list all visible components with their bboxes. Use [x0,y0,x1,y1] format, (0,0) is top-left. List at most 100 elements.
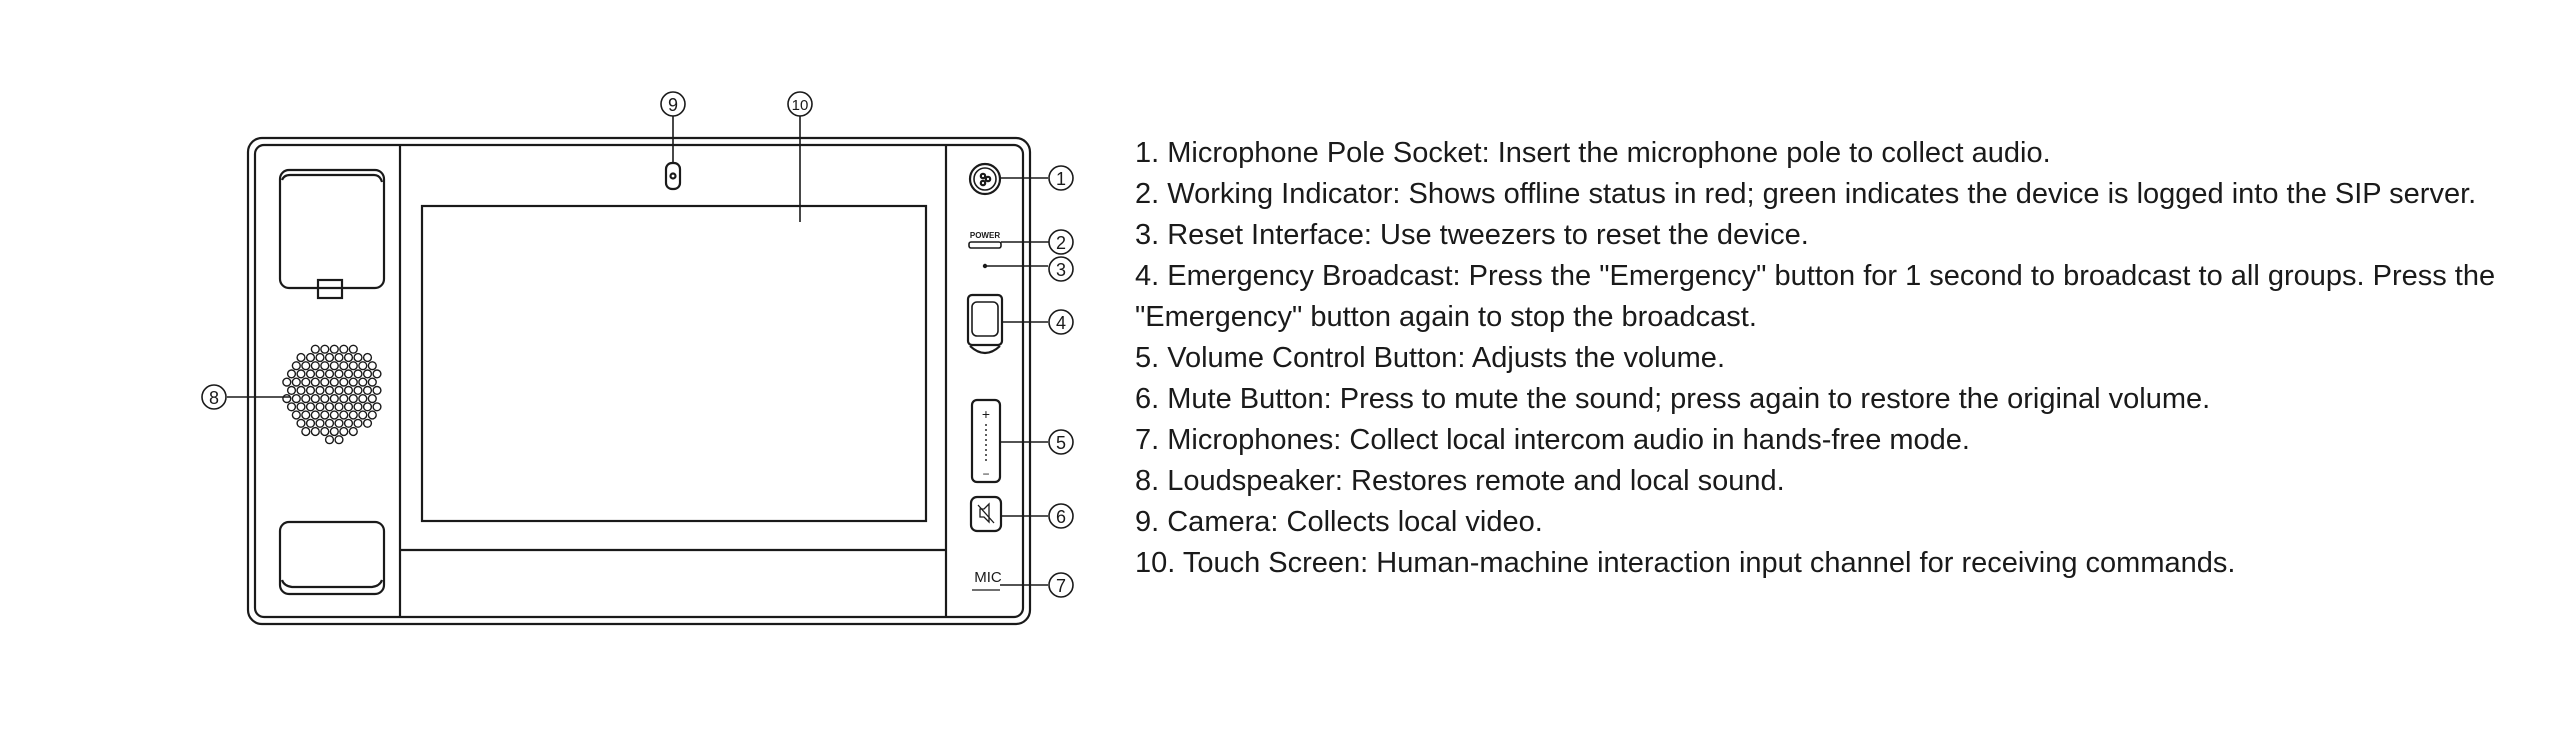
speaker-hole [343,369,354,379]
device-body [246,136,1032,626]
svg-text:3: 3 [1056,260,1066,280]
speaker-hole [296,402,306,412]
speaker-hole [348,410,358,420]
speaker-hole [320,394,330,404]
speaker-hole [372,369,382,379]
speaker-hole [329,426,339,437]
speaker-hole [367,377,377,387]
speaker-hole [305,385,316,396]
speaker-hole [301,426,311,437]
svg-text:2: 2 [1056,233,1066,253]
speaker-hole [358,377,368,387]
speaker-hole [310,377,320,387]
speaker-hole [367,410,377,420]
speaker-hole [324,402,335,412]
speaker-hole [301,377,311,387]
speaker-hole [282,377,292,387]
camera [664,161,682,191]
speaker-hole [282,394,292,404]
speaker-hole [343,385,354,396]
legend-item-1: 1. Microphone Pole Socket: Insert the mi… [1135,137,2051,169]
volume-control-button [970,398,1002,484]
speaker-hole [301,361,311,371]
speaker-hole [334,352,344,363]
microphone-pole-socket [968,162,1002,196]
speaker-hole [339,361,349,371]
callout-4: 4 [1048,309,1074,335]
speaker-hole [301,410,311,420]
speaker-hole [339,377,349,387]
svg-text:1: 1 [1056,169,1066,189]
speaker-hole [329,410,339,420]
speaker-hole [353,402,363,412]
speaker-hole [296,385,306,396]
touch-screen [420,204,928,523]
speaker-hole [296,352,306,363]
speaker-hole [296,418,306,428]
speaker-hole [334,435,344,445]
speaker-hole [315,418,325,428]
speaker-hole [324,418,335,428]
speaker-hole [315,369,325,379]
speaker-hole [348,394,358,404]
speaker-hole [358,410,368,420]
speaker-hole [334,418,344,428]
speaker-hole [362,385,373,396]
speaker-hole [324,352,335,363]
speaker-hole [305,418,316,428]
legend-item-3: 3. Reset Interface: Use tweezers to rese… [1135,219,1809,251]
speaker-hole [362,402,373,412]
speaker-hole [329,394,339,404]
legend-item-7: 7. Microphones: Collect local intercom a… [1135,424,1970,456]
speaker-hole [315,385,325,396]
reset-interface [982,263,988,269]
speaker-hole [320,361,330,371]
speaker-hole [334,385,344,396]
top-handset-rest [278,168,386,300]
svg-text:6: 6 [1056,507,1066,527]
mute-button [969,495,1003,533]
legend-item-9: 9. Camera: Collects local video. [1135,506,1543,538]
svg-text:5: 5 [1056,433,1066,453]
speaker-hole [310,426,320,437]
speaker-hole [339,426,349,437]
speaker-hole [324,369,335,379]
speaker-hole [334,369,344,379]
legend-item-4: 4. Emergency Broadcast: Press the "Emerg… [1135,260,2496,333]
svg-text:7: 7 [1056,576,1066,596]
speaker-hole [343,402,354,412]
speaker-hole [320,410,330,420]
speaker-hole [315,352,325,363]
speaker-hole [296,369,306,379]
speaker-hole [353,369,363,379]
legend-list: 1. Microphone Pole Socket: Insert the mi… [1135,133,2535,584]
speaker-hole [358,361,368,371]
speaker-hole [372,385,382,396]
speaker-hole [310,344,320,354]
speaker-hole [334,402,344,412]
volume-minus-label: − [982,467,989,481]
speaker-hole [286,369,297,379]
legend-item-2: 2. Working Indicator: Shows offline stat… [1135,178,2477,210]
svg-text:10: 10 [792,97,809,114]
mic-label: MIC [974,569,1002,586]
speaker-hole [348,377,358,387]
speaker-hole [353,418,363,428]
leader-lines [227,116,1049,586]
speaker-hole [343,352,354,363]
callout-7: 7 [1048,572,1074,598]
legend-item-6: 6. Mute Button: Press to mute the sound;… [1135,383,2211,415]
speaker-hole [372,402,382,412]
speaker-hole [343,418,354,428]
speaker-hole [305,352,316,363]
speaker-hole [324,435,335,445]
callout-5: 5 [1048,429,1074,455]
speaker-hole [339,410,349,420]
speaker-hole [305,369,316,379]
speaker-hole [362,369,373,379]
speaker-hole [329,361,339,371]
working-indicator [968,241,1002,249]
speaker-hole [324,385,335,396]
svg-text:9: 9 [668,95,678,115]
speaker-hole [339,394,349,404]
